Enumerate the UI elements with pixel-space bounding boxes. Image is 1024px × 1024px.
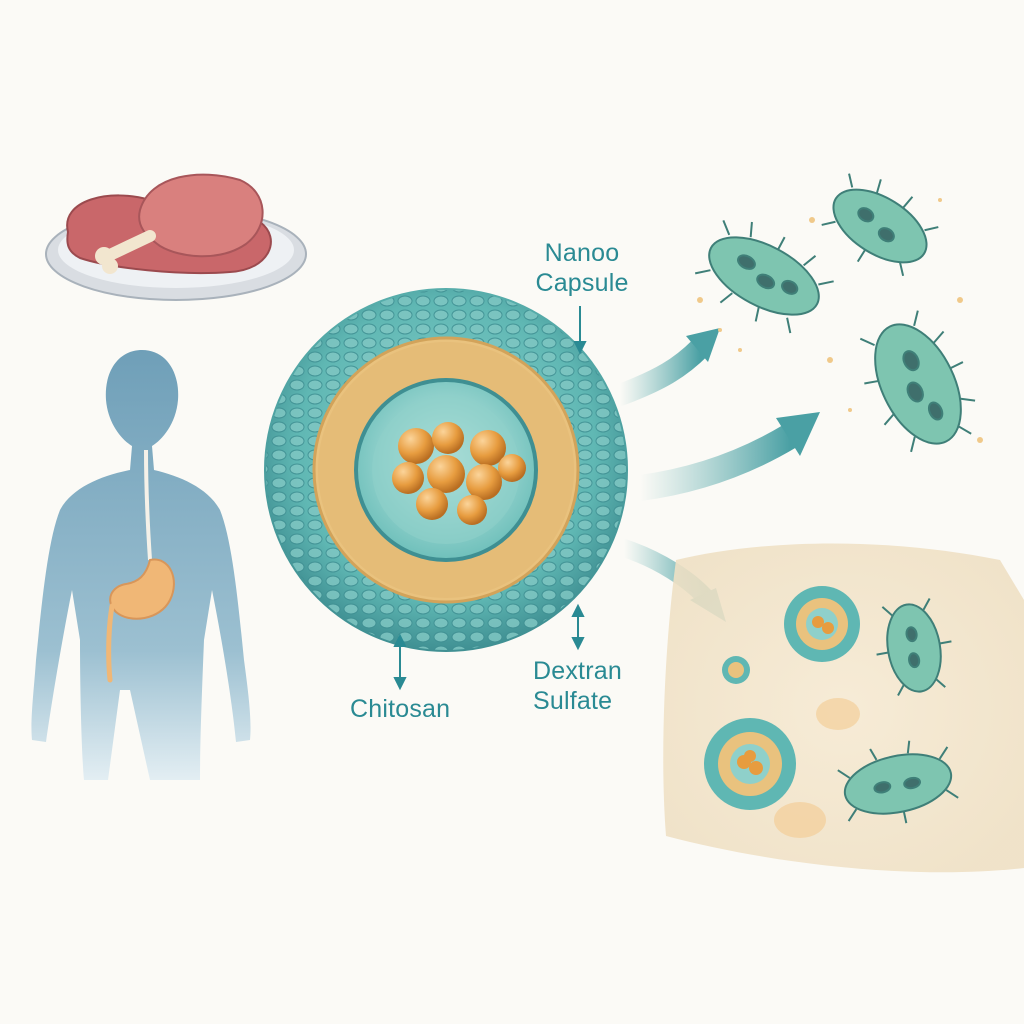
nanocapsule-label: Nanoo Capsule (522, 238, 642, 298)
nanocapsule-icon (264, 288, 628, 652)
dextran-label-line1: Dextran (533, 657, 622, 685)
nanocapsule-small-icon (784, 586, 860, 662)
stomach-icon (109, 558, 175, 620)
nanocapsule-small-icon (722, 656, 750, 684)
nanocapsule-label-line2: Capsule (535, 269, 629, 297)
dextran-label-line2: Sulfate (533, 687, 613, 715)
bacteria-icon (694, 173, 976, 453)
nanocapsule-small-icon (704, 718, 796, 810)
label-pointers (393, 306, 587, 691)
particles-icon (697, 198, 983, 443)
bacteria-small-icon (837, 598, 959, 824)
esophagus-icon (144, 449, 152, 561)
human-body-icon (31, 350, 251, 780)
gut-environment-panel (663, 543, 1024, 873)
nanocapsule-label-line1: Nanoo (544, 239, 620, 267)
core-payload-icon (392, 422, 526, 525)
chitosan-label: Chitosan (350, 695, 451, 723)
dextran-sulfate-label: Dextran Sulfate (533, 656, 622, 716)
meat-plate-icon (45, 173, 307, 301)
